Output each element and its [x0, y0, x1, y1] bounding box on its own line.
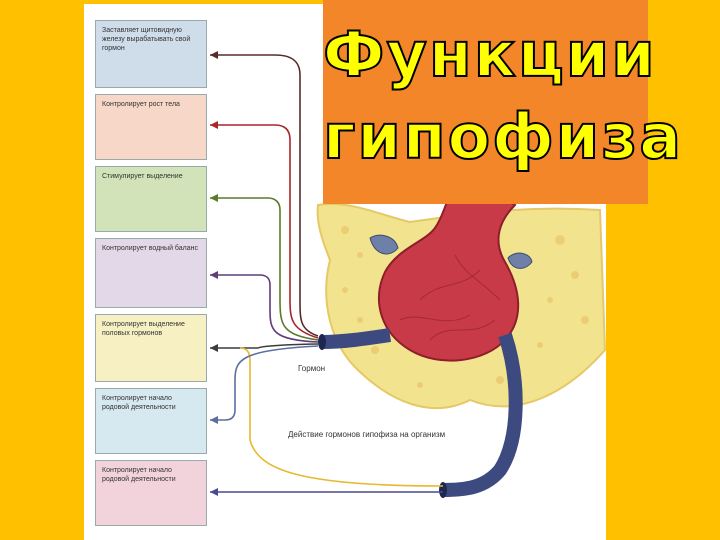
function-box-thyroid: Заставляет щитовидную железу вырабатыват… — [95, 20, 207, 88]
arrow-labor — [239, 347, 444, 487]
function-text: Контролирует начало родовой деятельности — [102, 395, 176, 411]
diagram-caption: Действие гормонов гипофиза на организм — [288, 430, 446, 439]
arrow-growth — [210, 124, 319, 339]
tube-opening-bottom — [439, 482, 447, 498]
function-text: Контролирует рост тела — [102, 101, 180, 108]
page-title: Функции гипофиза — [322, 0, 684, 178]
title-box — [323, 0, 648, 204]
function-text: Контролирует водный баланс — [102, 245, 199, 252]
hormone-tube-bottom — [442, 332, 523, 497]
connector-arrows — [210, 54, 444, 493]
pituitary-gland — [377, 196, 520, 362]
function-text: Заставляет щитовидную железу вырабатыват… — [102, 27, 191, 52]
bone-pores — [341, 226, 589, 388]
gland-veins — [399, 254, 501, 341]
arrow-thyroid — [210, 54, 319, 337]
function-text: Контролирует выделение половых гормонов — [102, 321, 185, 337]
arrow-water — [210, 274, 319, 343]
arrow-heads — [210, 51, 218, 496]
arrow-labor-2 — [210, 345, 319, 421]
function-box-sex-hormones: Контролирует выделение половых гормонов — [95, 314, 207, 382]
title-line-1: Функции — [322, 17, 657, 92]
function-box-labor-2: Контролирует начало родовой деятельности — [95, 460, 207, 526]
function-box-labor: Контролирует начало родовой деятельности — [95, 388, 207, 454]
hormone-tube-top — [321, 328, 392, 349]
vessel-left — [369, 234, 399, 255]
tube-opening-top — [318, 334, 326, 350]
arrow-sex — [210, 343, 319, 349]
function-box-water: Контролирует водный баланс — [95, 238, 207, 308]
arrow-secretion — [210, 197, 319, 341]
function-box-secretion: Стимулирует выделение — [95, 166, 207, 232]
function-text: Стимулирует выделение — [102, 173, 183, 180]
function-box-growth: Контролирует рост тела — [95, 94, 207, 160]
title-line-2: гипофиза — [322, 99, 684, 174]
vessel-right — [507, 252, 533, 269]
hormone-label: Гормон — [298, 364, 326, 373]
function-text: Контролирует начало родовой деятельности — [102, 467, 176, 483]
